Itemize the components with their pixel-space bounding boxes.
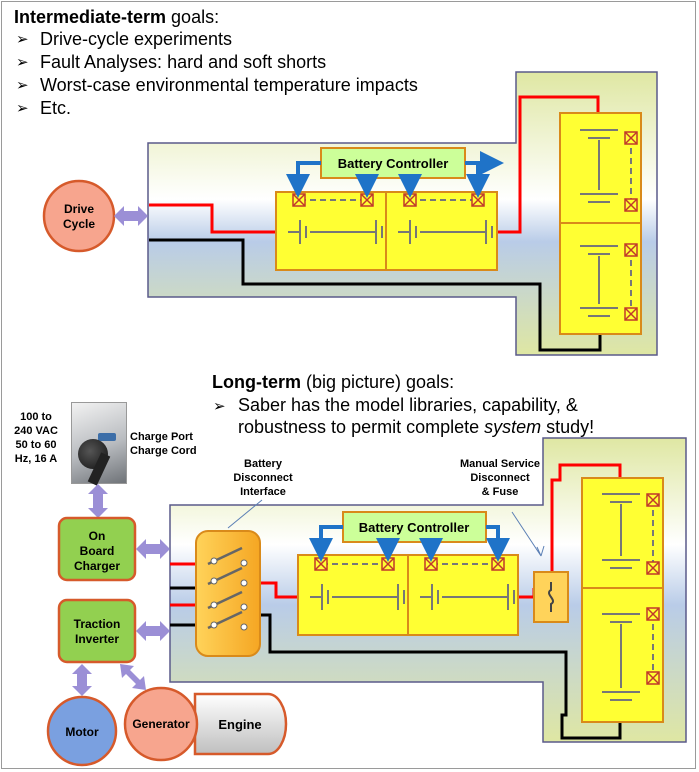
battery-stack-bottom <box>581 477 664 723</box>
disconnect-label: Battery <box>244 458 283 470</box>
manual-service-label: & Fuse <box>482 486 519 498</box>
battery-stack-top <box>559 112 642 335</box>
drive-cycle-label: Drive <box>64 202 94 216</box>
motor-node <box>46 695 118 767</box>
drive-cycle-node <box>42 179 116 253</box>
badge-icon <box>98 433 116 441</box>
double-arrow-icon <box>136 621 170 641</box>
longterm-bullet: ➢ Saber has the model libraries, capabil… <box>213 395 595 437</box>
intermediate-goals-list: Drive-cycle experiments Fault Analyses: … <box>16 28 418 120</box>
controller-arrows <box>309 525 510 562</box>
on-board-charger <box>57 516 137 582</box>
double-arrow-icon <box>120 664 146 690</box>
supply-spec: 240 VAC <box>14 425 58 437</box>
longterm-goals-title: Long-term (big picture) goals: <box>212 372 455 392</box>
callout-line <box>511 511 545 557</box>
bullet-item: Drive-cycle experiments <box>16 28 418 51</box>
disconnect-label: Interface <box>240 486 286 498</box>
bullet-item: Fault Analyses: hard and soft shorts <box>16 51 418 74</box>
generator-label: Generator <box>132 717 190 731</box>
inverter-label: Traction <box>74 617 121 631</box>
fuse-icon <box>548 582 554 612</box>
bullet-item: Etc. <box>16 97 418 120</box>
drive-cycle-label: Cycle <box>63 217 95 231</box>
supply-spec: Hz, 16 A <box>15 453 57 465</box>
manual-service-label: Manual Service <box>460 458 540 470</box>
battery-controller-label: Battery Controller <box>359 520 470 535</box>
double-arrow-icon <box>136 539 170 559</box>
battery-pack-bottom <box>297 554 519 636</box>
traction-inverter <box>57 598 137 664</box>
wire-positive <box>149 203 276 234</box>
inverter-label: Inverter <box>75 632 119 646</box>
wire-positive <box>497 95 600 234</box>
charger-label: Board <box>80 544 115 558</box>
motor-label: Motor <box>65 725 99 739</box>
battery-pack-top <box>275 191 498 271</box>
charge-port-photo <box>71 402 127 486</box>
supply-spec: 50 to 60 <box>16 439 57 451</box>
bullet-item: Worst-case environmental temperature imp… <box>16 74 418 97</box>
charge-port-label: Charge Port <box>130 431 193 443</box>
wire-negative <box>149 238 602 352</box>
supply-spec: 100 to <box>20 411 52 423</box>
disconnect-label: Disconnect <box>233 472 293 484</box>
wires-bottom <box>170 463 622 740</box>
generator-node <box>123 686 199 762</box>
charger-label: On <box>89 529 106 543</box>
intermediate-goals-title: Intermediate-term goals: <box>14 7 220 27</box>
manual-service-label: Disconnect <box>470 472 530 484</box>
manual-service-disconnect <box>533 571 569 623</box>
engine-label: Engine <box>218 717 261 732</box>
double-arrow-icon <box>88 484 108 518</box>
battery-controller-bottom <box>342 511 487 543</box>
battery-disconnect-interface <box>195 530 261 657</box>
engine-node <box>193 692 288 756</box>
charger-label: Charger <box>74 559 120 573</box>
bullet-arrow-icon: ➢ <box>213 398 226 415</box>
double-arrow-icon <box>72 664 92 696</box>
controller-arrows <box>286 151 504 198</box>
charge-port-label: Charge Cord <box>130 445 197 457</box>
callout-line <box>227 499 263 529</box>
double-arrow-icon <box>114 206 148 226</box>
battery-controller-label: Battery Controller <box>338 156 449 171</box>
battery-controller-top <box>320 147 466 179</box>
